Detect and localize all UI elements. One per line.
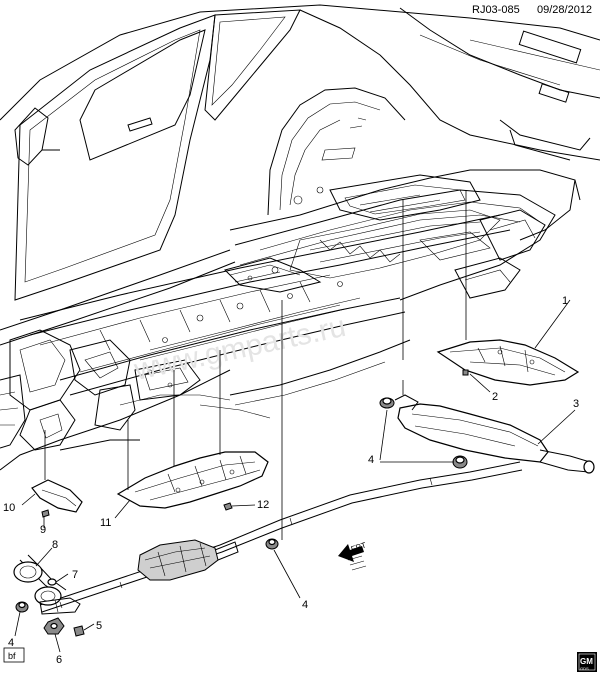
catalytic-converter <box>137 539 239 581</box>
rubber-hanger-center <box>265 538 279 550</box>
small-heat-shield-part-10 <box>31 479 83 513</box>
fastener-part-12 <box>223 502 233 511</box>
callout-2: 2 <box>492 391 498 403</box>
callout-lines <box>14 190 576 653</box>
gm-logo-subtext: GDS <box>580 666 589 671</box>
callout-3: 3 <box>573 398 579 410</box>
rubber-hanger-mid <box>452 455 468 469</box>
gasket-part-7 <box>47 578 57 586</box>
callout-4-muffler: 4 <box>368 454 374 466</box>
callout-4-center: 4 <box>302 599 308 611</box>
front-arrow-label: FRT <box>350 541 368 554</box>
callout-12: 12 <box>257 499 269 511</box>
gm-logo-icon: GM GDS <box>577 652 597 672</box>
front-flange <box>13 561 81 615</box>
callout-9: 9 <box>40 524 46 536</box>
bolt-part-5 <box>73 625 85 637</box>
view-tag: bf <box>3 647 25 663</box>
diagram-date: 09/28/2012 <box>537 4 592 16</box>
front-arrow-icon: FRT <box>338 541 368 571</box>
rear-muffler <box>394 394 595 474</box>
watermark: www.gmparts.ru <box>130 310 348 387</box>
callout-11: 11 <box>100 517 111 529</box>
underbody-floor-pan <box>0 174 556 451</box>
callout-8: 8 <box>52 539 58 551</box>
exhaust-pipe <box>19 461 523 613</box>
callout-7: 7 <box>72 569 78 581</box>
rubber-hanger-upper <box>379 397 395 409</box>
rubber-hanger-front <box>15 601 29 613</box>
view-tag-label: bf <box>8 651 16 661</box>
clip-part-2 <box>462 369 469 376</box>
front-heat-shield-part-11 <box>116 451 269 509</box>
fastener-part-9 <box>41 509 50 518</box>
callout-4-front: 4 <box>8 637 14 649</box>
rear-heat-shield-part-1 <box>436 339 580 386</box>
callout-5: 5 <box>96 620 102 632</box>
diagram-code: RJ03-085 <box>472 4 520 16</box>
callout-10: 10 <box>3 502 15 514</box>
callout-numbers: 1 2 3 4 4 4 5 6 7 8 9 10 11 12 <box>3 295 579 666</box>
vehicle-body <box>0 4 600 471</box>
callout-6: 6 <box>56 654 62 666</box>
nut-part-6 <box>43 617 65 635</box>
callout-1: 1 <box>562 295 568 307</box>
gm-logo-text: GM <box>580 657 593 666</box>
